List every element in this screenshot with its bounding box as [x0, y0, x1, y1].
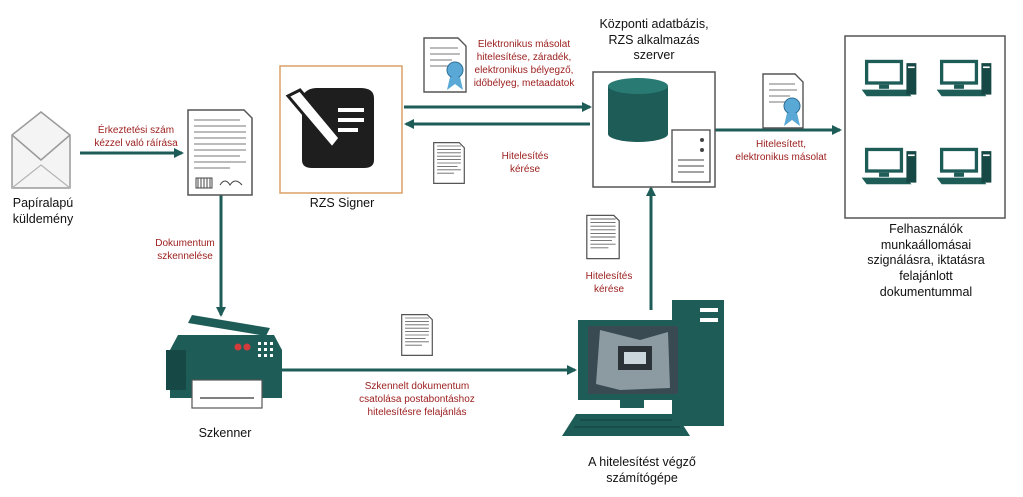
- document-icon: [586, 214, 620, 260]
- workstations-label: Felhasználók munkaállomásai szignálásra,…: [867, 222, 985, 299]
- certificate-icon: [423, 37, 467, 93]
- document-icon: [187, 109, 253, 196]
- document-icon: [401, 313, 433, 357]
- signer-label: RZS Signer: [309, 196, 375, 210]
- arrival-number-label: Érkeztetési szám kézzel való ráírása: [94, 125, 178, 149]
- certificate-icon: [762, 73, 804, 129]
- monitor-icon: [936, 59, 992, 97]
- auth-request-right-label: Hitelesítés kérése: [585, 271, 633, 295]
- document-icon: [433, 141, 465, 185]
- monitor-icon: [861, 147, 917, 185]
- server-icon: [671, 129, 711, 183]
- scanner-label: Szkenner: [198, 426, 252, 440]
- authenticated-copy-label: Hitelesített, elektronikus másolat: [735, 139, 827, 163]
- e-copy-auth-label: Elektronikus másolat hitelesítése, zárad…: [473, 39, 575, 89]
- auth-request-top-label: Hitelesítés kérése: [501, 151, 549, 175]
- paper-mail-label: Papíralapú küldemény: [12, 196, 74, 226]
- quill-scroll-icon: [285, 88, 374, 168]
- desktop-computer-icon: [562, 300, 724, 436]
- envelope-icon: [11, 111, 71, 189]
- scanner-icon: [166, 315, 282, 409]
- scanning-label: Dokumentum szkennelése: [155, 238, 215, 262]
- auth-computer-label: A hitelesítést végző számítógépe: [588, 455, 696, 485]
- central-server-label: Központi adatbázis, RZS alkalmazás szerv…: [599, 17, 709, 63]
- scanned-attach-label: Szkennelt dokumentum csatolása postabont…: [359, 381, 475, 418]
- database-icon: [608, 78, 668, 142]
- monitor-icon: [861, 59, 917, 97]
- monitor-icon: [936, 147, 992, 185]
